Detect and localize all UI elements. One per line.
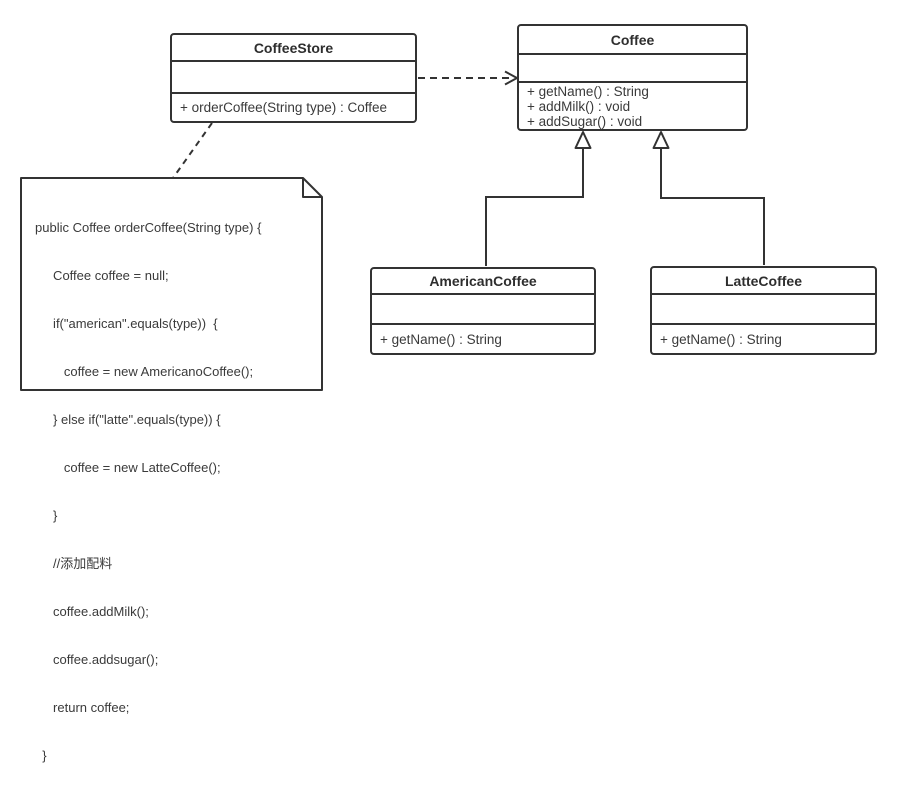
code-line: } else if("latte".equals(type)) { — [35, 412, 221, 427]
method-label: + addMilk() : void — [527, 98, 631, 114]
attributes-compartment — [519, 55, 746, 83]
code-line: return coffee; — [35, 700, 130, 715]
code-line: if("american".equals(type)) { — [35, 316, 218, 331]
class-box-coffee: Coffee + getName() : String + addMilk() … — [517, 24, 748, 131]
class-box-latte-coffee: LatteCoffee + getName() : String — [650, 266, 877, 355]
code-line: //添加配料 — [35, 556, 113, 571]
hollow-triangle-icon — [574, 131, 592, 149]
methods-compartment: + orderCoffee(String type) : Coffee — [172, 94, 415, 121]
attributes-compartment — [172, 62, 415, 94]
class-name: Coffee — [519, 26, 746, 55]
attributes-compartment — [652, 295, 875, 325]
code-line: } — [35, 748, 47, 763]
method-label: + addSugar() : void — [527, 113, 643, 129]
code-line: } — [35, 508, 58, 523]
class-box-american-coffee: AmericanCoffee + getName() : String — [370, 267, 596, 355]
method-label: + getName() : String — [660, 331, 782, 347]
note-anchor-line — [172, 122, 213, 179]
methods-compartment: + getName() : String — [652, 325, 875, 353]
generalization-arrow-american — [485, 131, 592, 266]
method-label: + getName() : String — [380, 331, 502, 347]
hollow-triangle-icon — [652, 131, 670, 149]
methods-compartment: + getName() : String + addMilk() : void … — [519, 83, 746, 129]
code-line: Coffee coffee = null; — [35, 268, 169, 283]
class-name: CoffeeStore — [172, 35, 415, 62]
method-label: + getName() : String — [527, 83, 649, 99]
dependency-arrow — [418, 70, 520, 86]
class-box-coffee-store: CoffeeStore + orderCoffee(String type) :… — [170, 33, 417, 123]
open-arrowhead-icon — [504, 70, 520, 86]
code-line: public Coffee orderCoffee(String type) { — [35, 220, 262, 235]
code-line: coffee = new AmericanoCoffee(); — [35, 364, 254, 379]
generalization-arrow-latte — [652, 131, 765, 265]
method-label: + orderCoffee(String type) : Coffee — [180, 100, 387, 115]
methods-compartment: + getName() : String — [372, 325, 594, 353]
code-line: coffee.addMilk(); — [35, 604, 149, 619]
class-name: AmericanCoffee — [372, 269, 594, 295]
uml-class-diagram: CoffeeStore + orderCoffee(String type) :… — [20, 24, 877, 763]
code-line: coffee.addsugar(); — [35, 652, 159, 667]
class-name: LatteCoffee — [652, 268, 875, 295]
attributes-compartment — [372, 295, 594, 325]
code-line: coffee = new LatteCoffee(); — [35, 460, 221, 475]
code-note: public Coffee orderCoffee(String type) {… — [35, 188, 315, 796]
